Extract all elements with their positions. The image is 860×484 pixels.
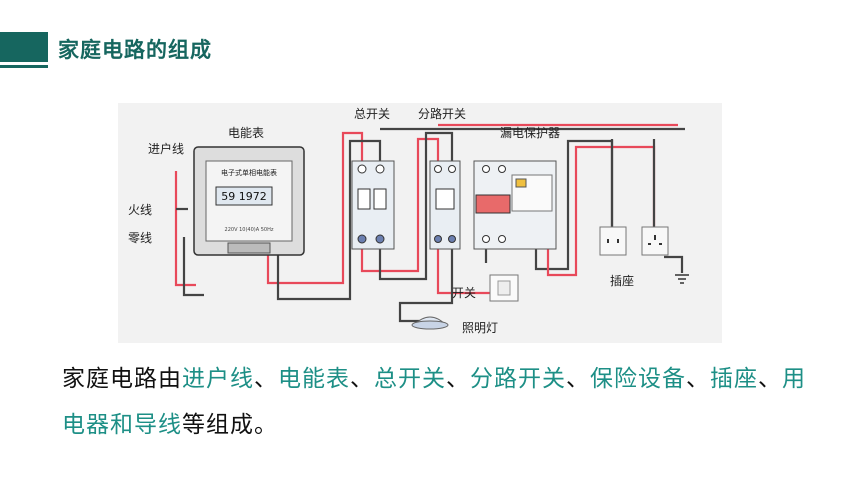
ceiling-lamp [411,316,449,330]
meter-spec: 220V 10(40)A 50Hz [225,227,274,233]
label-leakage-protector: 漏电保护器 [500,126,560,140]
page-title: 家庭电路的组成 [58,38,212,62]
text-segment: 家庭电路由 [62,366,182,392]
term-meter: 电能表 [278,366,350,392]
label-main-switch: 总开关 [354,107,390,121]
term-service-line: 进户线 [182,366,254,392]
text-segment: 、 [446,366,470,392]
electric-meter [193,146,305,256]
wiring [174,123,685,323]
text-segment: 、 [686,366,710,392]
socket-two-pin [599,226,627,256]
label-service-line: 进户线 [148,141,184,156]
text-segment: 、 [566,366,590,392]
term-socket: 插座 [710,366,758,392]
wall-switch [489,274,519,302]
ground-symbol [675,274,689,284]
label-neutral-wire: 零线 [128,231,152,245]
text-segment: 等组成。 [182,412,278,438]
text-segment: 、 [758,366,782,392]
label-socket: 插座 [610,273,634,288]
leakage-protector [473,160,557,250]
term-appliances-and-wires: 用电器和导线 [62,366,806,438]
header-accent-bar [0,32,48,62]
meter-panel-title: 电子式单相电能表 [221,168,277,177]
composition-paragraph: 家庭电路由进户线、电能表、总开关、分路开关、保险设备、插座、用电器和导线等组成。 [62,356,822,448]
branch-switch [429,160,461,250]
term-branch-switch: 分路开关 [470,366,566,392]
main-switch [351,160,395,250]
meter-reading: 59 1972 [221,190,267,203]
label-live-wire: 火线 [128,203,152,217]
text-segment: 、 [254,366,278,392]
header-accent-line [0,65,48,68]
term-protection-devices: 保险设备 [590,366,686,392]
label-meter: 电能表 [228,126,264,140]
household-circuit-diagram: 电子式单相电能表 59 1972 220V 10(40)A 50Hz [118,103,722,343]
label-branch-switch: 分路开关 [418,106,466,121]
socket-three-pin [641,226,669,256]
term-main-switch: 总开关 [374,366,446,392]
label-lamp: 照明灯 [462,321,498,335]
text-segment: 、 [350,366,374,392]
label-switch: 开关 [452,286,476,300]
